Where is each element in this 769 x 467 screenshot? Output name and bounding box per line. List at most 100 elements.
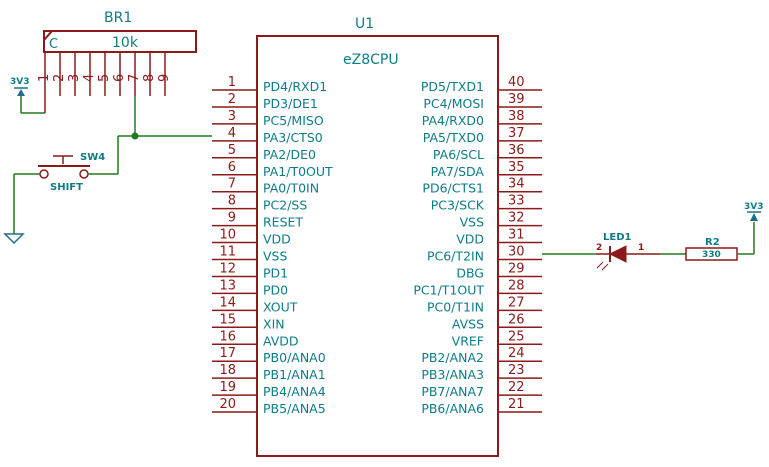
power-3v3-right-label: 3V3 (744, 202, 764, 212)
pin-number: 35 (508, 160, 525, 175)
pin-name: PC5/MISO (263, 113, 324, 128)
br1-pin-3: 3 (67, 52, 82, 96)
br1-body (43, 30, 197, 53)
pin-number: 31 (508, 228, 525, 243)
u1-pin-13: 13 PD0 (212, 278, 288, 297)
u1-ref: U1 (355, 16, 374, 32)
pin-number: 5 (228, 143, 236, 158)
sw4-contact-left (39, 169, 49, 179)
u1-pin-34: 34 PD6/CTS1 (422, 177, 542, 196)
pin-name: PC3/SCK (431, 198, 485, 213)
pin-name: PD0 (263, 282, 288, 297)
pin-name: AVDD (263, 333, 299, 348)
pin-number: 8 (228, 194, 236, 209)
pin-name: PC4/MOSI (423, 96, 484, 111)
pin-name: AVSS (452, 316, 484, 331)
led1-emission-2 (601, 263, 609, 271)
pin-name: VREF (452, 333, 484, 348)
pin-name: PA2/DE0 (263, 147, 316, 162)
led1-emission-1 (596, 261, 604, 269)
pin-number: 7 (127, 74, 142, 82)
pin-number: 38 (508, 109, 525, 124)
br1-pin-6: 6 (112, 52, 127, 96)
pin-name: PA3/CTS0 (263, 130, 323, 145)
br1-value: 10k (112, 35, 139, 51)
pin-number: 30 (508, 245, 525, 260)
pin-name: VSS (263, 249, 287, 264)
pin-number: 29 (508, 261, 525, 276)
br1-pin-5: 5 (97, 52, 112, 96)
u1-pin-4: 4 PA3/CTS0 (212, 126, 323, 145)
pin-number: 13 (219, 278, 236, 293)
pin-number: 24 (508, 346, 525, 361)
pin-name: PB1/ANA1 (263, 367, 326, 382)
pin-number: 8 (142, 74, 157, 82)
u1-pin-18: 18 PB1/ANA1 (212, 363, 326, 382)
br1-pin-7: 7 (127, 52, 142, 96)
pin-number: 4 (82, 74, 97, 82)
pin-name: PB4/ANA4 (263, 384, 326, 399)
pin-name: PB3/ANA3 (421, 367, 484, 382)
pin-number: 4 (228, 126, 236, 141)
pin-number: 39 (508, 92, 525, 107)
pin-number: 33 (508, 194, 525, 209)
pin-name: PB2/ANA2 (421, 350, 484, 365)
pin-number: 9 (228, 211, 236, 226)
u1-pin-38: 38 PA4/RXD0 (422, 109, 542, 128)
pin-number: 6 (228, 160, 236, 175)
br1-pin-2: 2 (52, 52, 67, 96)
pin-name: VDD (263, 232, 291, 247)
pin-name: PA7/SDA (431, 164, 485, 179)
pin-number: 36 (508, 143, 525, 158)
br1-ref: BR1 (104, 10, 132, 26)
br1-pin-9: 9 (157, 52, 172, 96)
u1-pin-31: 31 VDD (456, 228, 542, 247)
pin-name: PD4/RXD1 (263, 79, 327, 94)
pin-number: 10 (219, 228, 236, 243)
pin-number: 21 (508, 397, 525, 412)
pin-number: 2 (228, 92, 236, 107)
pin-name: PD1 (263, 265, 288, 280)
br1-pin-4: 4 (82, 52, 97, 96)
pin-number: 34 (508, 177, 525, 192)
pin-number: 18 (219, 363, 236, 378)
pin-name: PD6/CTS1 (422, 181, 484, 196)
pin-name: PD3/DE1 (263, 96, 318, 111)
pin-name: VSS (460, 215, 484, 230)
led1-pin1-num: 1 (638, 243, 644, 253)
pin-name: PC0/T1IN (427, 299, 484, 314)
pin-name: VDD (456, 232, 484, 247)
u1-value: eZ8CPU (343, 52, 399, 68)
power-3v3-right-arrow (750, 213, 758, 221)
sw4-contact-right (79, 169, 89, 179)
br1-pins: 123456789 (37, 52, 172, 96)
pin-name: PB7/ANA7 (421, 384, 484, 399)
u1-pin-35: 35 PA7/SDA (431, 160, 542, 179)
pin-number: 27 (508, 295, 525, 310)
u1-pin-25: 25 VREF (452, 329, 542, 348)
pin-number: 25 (508, 329, 525, 344)
gnd-symbol (3, 233, 25, 245)
pin-name: PA4/RXD0 (422, 113, 484, 128)
